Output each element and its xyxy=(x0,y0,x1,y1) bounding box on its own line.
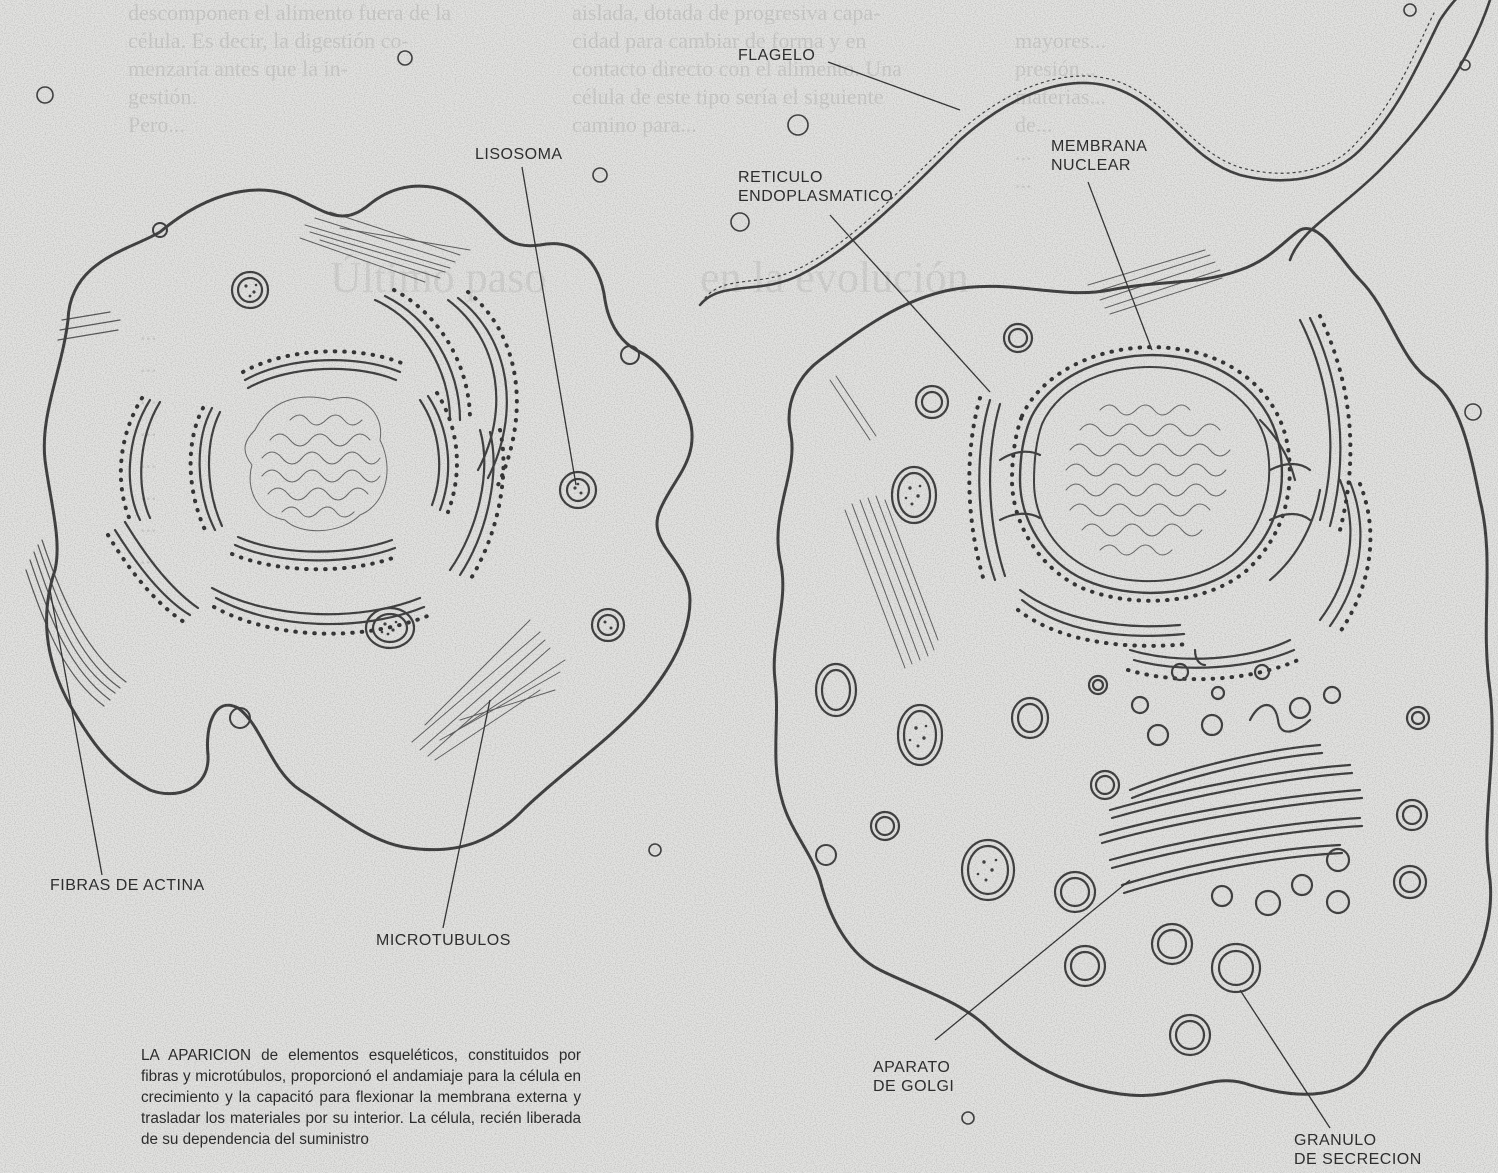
label-membrana: MEMBRANA NUCLEAR xyxy=(1051,137,1147,175)
label-golgi-line1: APARATO xyxy=(873,1058,954,1077)
label-granulo-line2: DE SECRECION xyxy=(1294,1150,1422,1169)
label-granulo-line1: GRANULO xyxy=(1294,1131,1422,1150)
label-reticulo: RETICULO ENDOPLASMATICO xyxy=(738,168,893,206)
label-membrana-line1: MEMBRANA xyxy=(1051,137,1147,156)
label-reticulo-line2: ENDOPLASMATICO xyxy=(738,187,893,206)
label-fibras: FIBRAS DE ACTINA xyxy=(50,876,205,895)
label-golgi-line2: DE GOLGI xyxy=(873,1077,954,1096)
label-membrana-line2: NUCLEAR xyxy=(1051,156,1147,175)
label-granulo: GRANULO DE SECRECION xyxy=(1294,1131,1422,1169)
label-flagelo-text: FLAGELO xyxy=(738,46,815,65)
label-lisosoma: LISOSOMA xyxy=(475,145,563,164)
label-flagelo: FLAGELO xyxy=(738,46,815,65)
label-fibras-text: FIBRAS DE ACTINA xyxy=(50,876,205,895)
label-microtubulos: MICROTUBULOS xyxy=(376,931,511,950)
figure-caption: LA APARICION de elementos esqueléticos, … xyxy=(141,1045,581,1150)
label-microtubulos-text: MICROTUBULOS xyxy=(376,931,511,950)
label-golgi: APARATO DE GOLGI xyxy=(873,1058,954,1096)
label-lisosoma-text: LISOSOMA xyxy=(475,145,563,164)
label-reticulo-line1: RETICULO xyxy=(738,168,893,187)
